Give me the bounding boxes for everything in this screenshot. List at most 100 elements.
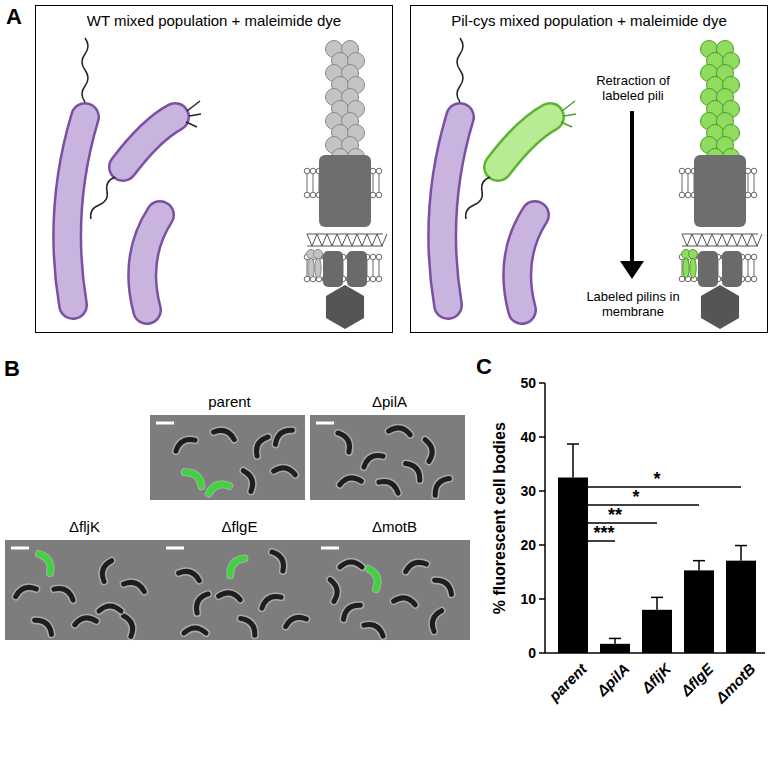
- cell-outline: [123, 117, 175, 167]
- schematic-art: [67, 38, 387, 329]
- lipid-head: [751, 192, 757, 198]
- cell: [193, 591, 208, 613]
- cell-halo: [429, 609, 441, 631]
- flagellum: [82, 38, 88, 102]
- cell: [272, 549, 287, 571]
- cell: [340, 562, 362, 567]
- lipid-head: [685, 168, 691, 174]
- micrograph: [310, 415, 465, 500]
- cell: [284, 614, 306, 626]
- scale-bar: [321, 547, 339, 550]
- lipid-head: [745, 192, 751, 198]
- lipid-head: [679, 168, 685, 174]
- cell: [124, 579, 146, 591]
- cell-halo: [35, 616, 55, 634]
- cell: [339, 476, 362, 485]
- cell: [259, 593, 281, 608]
- fluorescent-cell: [226, 555, 244, 575]
- cell-outline: [517, 215, 535, 310]
- cell: [364, 621, 386, 636]
- cell: [338, 430, 353, 452]
- lipid-head: [751, 168, 757, 174]
- cell-halo: [425, 439, 434, 462]
- bar: [642, 610, 672, 653]
- bar: [558, 478, 588, 654]
- panel-letter: A: [6, 4, 22, 29]
- cell-outline: [498, 117, 550, 167]
- micrograph: [315, 540, 470, 640]
- membrane-pilin: [308, 258, 314, 278]
- scale-bar: [316, 422, 334, 425]
- schematic-panel: Pil-cys mixed population + maleimide dye…: [410, 5, 768, 333]
- cell-halo: [123, 614, 135, 636]
- lipid-head: [370, 192, 376, 198]
- lipid-head: [304, 192, 310, 198]
- cell-halo: [219, 591, 242, 600]
- fluorescent-cell: [185, 468, 205, 486]
- cell-halo: [39, 551, 54, 573]
- cell-halo: [184, 628, 206, 633]
- cell: [361, 452, 383, 467]
- platform: [347, 251, 367, 287]
- cell-body: [442, 117, 460, 305]
- micrograph: [160, 540, 315, 640]
- cell: [389, 426, 412, 435]
- lipid-head: [370, 276, 376, 282]
- arrow-label: Retraction of labeled pili: [583, 74, 683, 104]
- cell-halo: [364, 621, 386, 636]
- membrane-pilin-head: [314, 250, 323, 259]
- strain-label: ΔmotB: [315, 518, 474, 535]
- category-label: ΔflgE: [677, 660, 716, 699]
- micrograph-ground: [160, 540, 315, 640]
- cell: [14, 584, 36, 596]
- cell-body: [123, 117, 175, 167]
- bar: [600, 644, 630, 653]
- cell: [173, 436, 195, 451]
- cell-halo: [241, 615, 259, 635]
- error-bar: [656, 597, 658, 609]
- micrograph-ground: [5, 540, 160, 640]
- y-axis: [544, 383, 546, 653]
- atpase-hexagon: [326, 285, 364, 329]
- schematic-art: [442, 38, 762, 329]
- strain-label: ΔfljK: [5, 518, 164, 535]
- cell: [99, 606, 121, 611]
- bar-chart: [539, 383, 765, 653]
- tick-label: 50: [502, 375, 536, 391]
- cell-halo: [14, 584, 36, 596]
- x-axis: [545, 652, 765, 654]
- lipid-tail: [754, 260, 755, 276]
- cell-halo: [340, 562, 362, 567]
- cell-halo: [406, 460, 424, 480]
- cell: [425, 439, 434, 462]
- membrane-pilin: [683, 258, 689, 278]
- cell-halo: [185, 468, 205, 486]
- fluorescent-cell: [39, 551, 54, 573]
- cell-halo: [284, 614, 306, 626]
- cell: [184, 628, 206, 633]
- micrograph-ground: [310, 415, 465, 500]
- category-label: ΔfljK: [638, 660, 674, 696]
- y-tick: [539, 598, 545, 600]
- cell-halo: [361, 452, 383, 467]
- panel-heading: WT mixed population + maleimide dye: [36, 12, 392, 29]
- cell-halo: [340, 601, 360, 619]
- tick-label: 30: [502, 483, 536, 499]
- tick-label: 20: [502, 537, 536, 553]
- cell: [429, 609, 441, 631]
- cell: [431, 475, 449, 495]
- lipid-tail: [379, 260, 380, 276]
- cell-halo: [54, 585, 76, 600]
- tick-label: 0: [502, 645, 536, 661]
- cell-halo: [431, 475, 449, 495]
- platform: [698, 251, 718, 287]
- scale-bar: [11, 547, 29, 550]
- significance-mark: **: [608, 506, 622, 524]
- cell-outline: [67, 117, 85, 305]
- peptidoglycan: [307, 234, 387, 246]
- pilus: [562, 101, 575, 111]
- panel-letter: B: [4, 356, 20, 381]
- error-cap: [651, 597, 663, 599]
- pilus: [564, 114, 576, 116]
